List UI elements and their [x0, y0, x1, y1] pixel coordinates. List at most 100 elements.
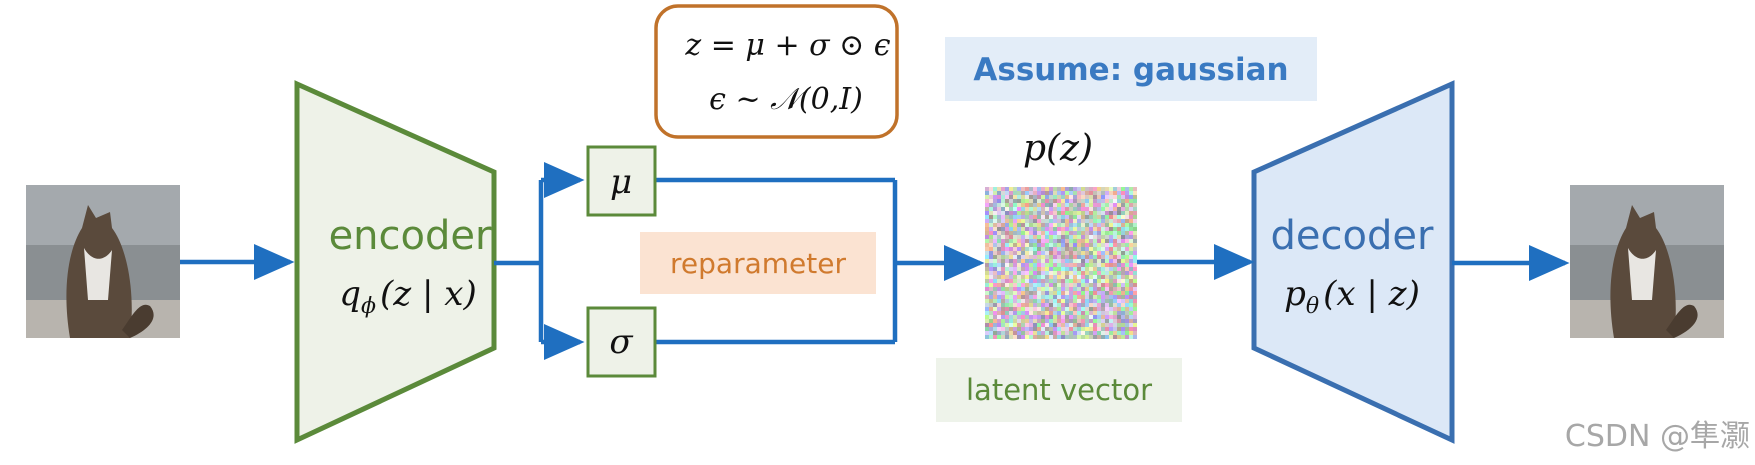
- noise-pixel: [985, 263, 989, 267]
- noise-pixel: [1117, 239, 1121, 243]
- noise-pixel: [1005, 187, 1009, 191]
- noise-pixel: [1081, 255, 1085, 259]
- noise-pixel: [1017, 299, 1021, 303]
- noise-pixel: [1085, 303, 1089, 307]
- noise-pixel: [1037, 199, 1041, 203]
- noise-pixel: [1105, 247, 1109, 251]
- noise-pixel: [1053, 231, 1057, 235]
- noise-pixel: [1117, 275, 1121, 279]
- noise-pixel: [1029, 323, 1033, 327]
- output-image: [1570, 185, 1724, 338]
- noise-pixel: [1093, 331, 1097, 335]
- noise-pixel: [1113, 255, 1117, 259]
- noise-pixel: [1053, 219, 1057, 223]
- noise-pixel: [1053, 271, 1057, 275]
- noise-pixel: [1125, 275, 1129, 279]
- noise-pixel: [1073, 323, 1077, 327]
- noise-pixel: [1109, 259, 1113, 263]
- noise-pixel: [1129, 199, 1133, 203]
- noise-pixel: [1085, 187, 1089, 191]
- noise-pixel: [1093, 315, 1097, 319]
- noise-pixel: [1117, 191, 1121, 195]
- noise-pixel: [985, 231, 989, 235]
- noise-pixel: [1037, 223, 1041, 227]
- noise-pixel: [1045, 263, 1049, 267]
- noise-pixel: [1129, 203, 1133, 207]
- noise-pixel: [1009, 311, 1013, 315]
- noise-pixel: [1101, 219, 1105, 223]
- noise-pixel: [1013, 223, 1017, 227]
- noise-pixel: [989, 279, 993, 283]
- noise-pixel: [985, 195, 989, 199]
- noise-pixel: [1117, 227, 1121, 231]
- noise-pixel: [1133, 235, 1137, 239]
- noise-pixel: [985, 295, 989, 299]
- noise-pixel: [1001, 311, 1005, 315]
- noise-pixel: [1001, 187, 1005, 191]
- noise-pixel: [1093, 219, 1097, 223]
- noise-pixel: [1113, 223, 1117, 227]
- noise-pixel: [1009, 215, 1013, 219]
- noise-pixel: [1105, 283, 1109, 287]
- noise-pixel: [1045, 187, 1049, 191]
- noise-pixel: [1097, 223, 1101, 227]
- encoder-formula-main: q: [339, 274, 361, 314]
- noise-pixel: [1077, 207, 1081, 211]
- noise-pixel: [993, 227, 997, 231]
- noise-pixel: [1061, 319, 1065, 323]
- noise-pixel: [1105, 323, 1109, 327]
- noise-pixel: [1105, 195, 1109, 199]
- noise-pixel: [1057, 195, 1061, 199]
- noise-pixel: [1001, 243, 1005, 247]
- noise-pixel: [1009, 327, 1013, 331]
- noise-pixel: [1129, 311, 1133, 315]
- noise-pixel: [1109, 239, 1113, 243]
- noise-pixel: [1025, 251, 1029, 255]
- noise-pixel: [1049, 207, 1053, 211]
- noise-pixel: [1129, 187, 1133, 191]
- noise-pixel: [1073, 319, 1077, 323]
- noise-pixel: [1009, 299, 1013, 303]
- noise-pixel: [1113, 291, 1117, 295]
- noise-pixel: [1073, 255, 1077, 259]
- noise-pixel: [1121, 327, 1125, 331]
- flow-lines: [180, 162, 1570, 360]
- noise-pixel: [1069, 227, 1073, 231]
- noise-pixel: [1085, 275, 1089, 279]
- noise-pixel: [989, 263, 993, 267]
- noise-pixel: [1021, 335, 1025, 339]
- noise-pixel: [1109, 199, 1113, 203]
- noise-pixel: [1033, 315, 1037, 319]
- noise-pixel: [1037, 335, 1041, 339]
- noise-pixel: [1005, 307, 1009, 311]
- noise-pixel: [1057, 291, 1061, 295]
- noise-pixel: [1125, 291, 1129, 295]
- noise-pixel: [1093, 239, 1097, 243]
- noise-pixel: [1129, 295, 1133, 299]
- noise-pixel: [1081, 207, 1085, 211]
- noise-pixel: [1093, 235, 1097, 239]
- noise-pixel: [1129, 263, 1133, 267]
- noise-pixel: [1129, 247, 1133, 251]
- noise-pixel: [1025, 299, 1029, 303]
- noise-pixel: [1125, 235, 1129, 239]
- noise-pixel: [1013, 247, 1017, 251]
- noise-pixel: [1021, 227, 1025, 231]
- noise-pixel: [1029, 335, 1033, 339]
- noise-pixel: [1025, 283, 1029, 287]
- noise-pixel: [1053, 315, 1057, 319]
- noise-pixel: [989, 187, 993, 191]
- noise-pixel: [1133, 279, 1137, 283]
- noise-pixel: [1025, 319, 1029, 323]
- noise-pixel: [1045, 307, 1049, 311]
- noise-pixel: [1117, 287, 1121, 291]
- noise-pixel: [1017, 187, 1021, 191]
- noise-pixel: [1049, 203, 1053, 207]
- noise-pixel: [1113, 191, 1117, 195]
- noise-pixel: [1049, 295, 1053, 299]
- noise-pixel: [1017, 239, 1021, 243]
- noise-pixel: [1129, 195, 1133, 199]
- noise-pixel: [1065, 279, 1069, 283]
- noise-pixel: [1093, 291, 1097, 295]
- noise-pixel: [1017, 255, 1021, 259]
